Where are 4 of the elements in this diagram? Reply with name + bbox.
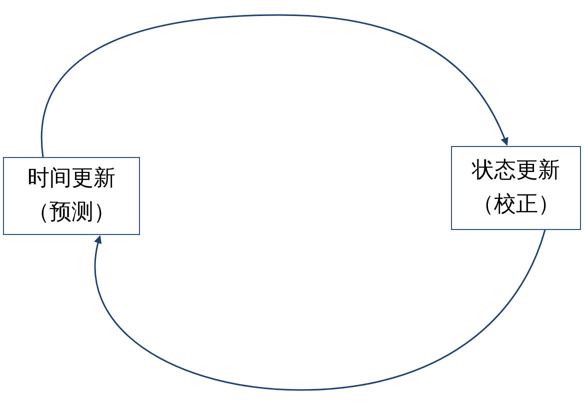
curved-arrow: [94, 230, 546, 391]
process-box: 时间更新（预测）: [3, 157, 140, 235]
process-box: 状态更新（校正）: [451, 146, 581, 230]
curved-arrow: [41, 14, 508, 158]
